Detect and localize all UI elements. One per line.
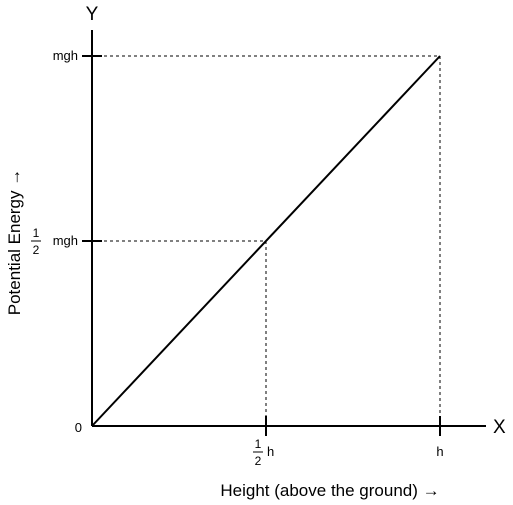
x-tick-fraction-numerator-0: 1 xyxy=(255,437,262,451)
x-axis-letter: X xyxy=(493,417,506,438)
y-tick-fraction-denominator-0: 2 xyxy=(33,243,40,257)
x-tick-label-1: h xyxy=(436,444,443,459)
y-tick-fraction-numerator-0: 1 xyxy=(33,226,40,240)
x-tick-fraction-denominator-0: 2 xyxy=(255,454,262,468)
guide-lines xyxy=(92,55,441,426)
x-axis-label: Height (above the ground) → xyxy=(220,481,439,500)
series-layer xyxy=(91,55,441,427)
origin-label: 0 xyxy=(75,420,82,435)
y-tick-label-1: mgh xyxy=(53,48,78,63)
series-line-0 xyxy=(91,55,441,427)
y-axis-letter: Y xyxy=(86,4,99,25)
y-axis-label: Potential Energy → xyxy=(5,169,24,315)
x-tick-label-0: h xyxy=(267,444,274,459)
y-tick-label-0: mgh xyxy=(53,233,78,248)
